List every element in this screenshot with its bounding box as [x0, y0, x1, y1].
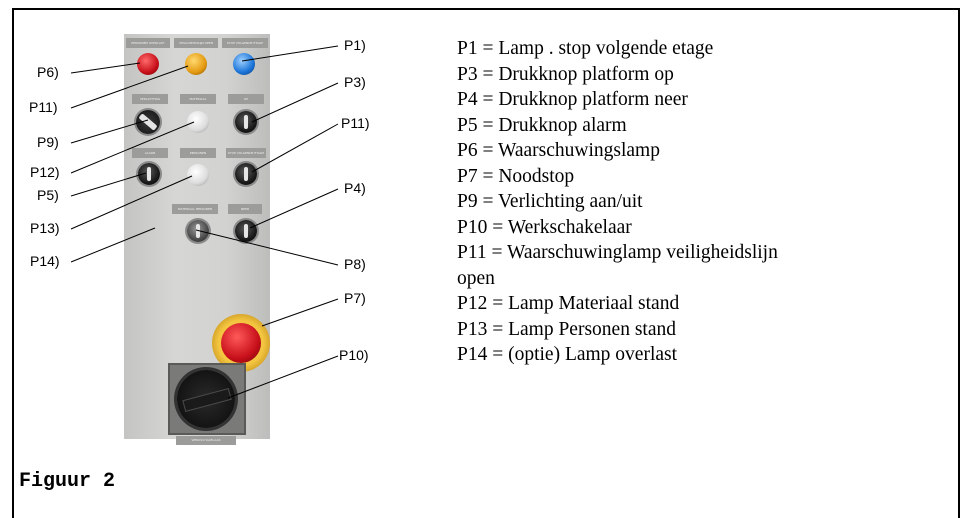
- plate-label: WERKSCHAKELAAR: [176, 436, 236, 445]
- leader-line-p11-right: [251, 123, 339, 173]
- persons-lamp-white: [187, 164, 209, 186]
- callout-p4: P4): [344, 180, 366, 196]
- callout-p13: P13): [30, 220, 60, 236]
- alarm-button[interactable]: [138, 163, 160, 185]
- legend-list: P1 = Lamp . stop volgende etage P3 = Dru…: [457, 36, 778, 368]
- plate-label: PERSONEN: [180, 148, 216, 158]
- legend-item: P6 = Waarschuwingslamp: [457, 140, 660, 161]
- plate-label: PERSONEN OVERLAST: [126, 38, 170, 48]
- leader-line-p3: [251, 82, 339, 123]
- plate-label: MATERIAAL: [180, 94, 216, 104]
- plate-label: VEILIGHEIDSLIJN OPEN: [174, 38, 218, 48]
- callout-p11-right: P11): [341, 115, 370, 131]
- callout-p11-left: P11): [29, 99, 58, 115]
- callout-p3: P3): [344, 74, 366, 90]
- work-switch-housing: [168, 363, 246, 435]
- callout-p7: P7): [344, 290, 366, 306]
- leader-line-p8: [195, 229, 339, 266]
- leader-line-p13: [70, 175, 193, 230]
- legend-item: open: [457, 267, 495, 289]
- emergency-stop[interactable]: [212, 314, 270, 372]
- figure-frame: [12, 8, 960, 518]
- plate-label: MATERIAAL PERSONEN: [172, 204, 218, 214]
- leader-line-p9: [70, 119, 149, 144]
- leader-line-p1: [241, 45, 339, 62]
- emergency-stop-mushroom[interactable]: [221, 323, 261, 363]
- warning-lamp-red: [137, 53, 159, 75]
- leader-line-p11-left: [70, 65, 189, 109]
- callout-p5: P5): [37, 187, 59, 203]
- stop-next-floor-button[interactable]: [235, 163, 257, 185]
- legend-item: P13 = Lamp Personen stand: [457, 318, 676, 340]
- legend-item: P12 = Lamp Materiaal stand: [457, 293, 680, 314]
- material-lamp-white: [187, 111, 209, 133]
- callout-p6: P6): [37, 64, 59, 80]
- legend-item: P5 = Drukknop alarm: [457, 114, 627, 136]
- stop-next-floor-lamp-blue: [233, 53, 255, 75]
- legend-item: P9 = Verlichting aan/uit: [457, 191, 643, 212]
- legend-item: P3 = Drukknop platform op: [457, 63, 674, 85]
- callout-p9: P9): [37, 134, 59, 150]
- leader-line-p7: [261, 298, 339, 327]
- leader-line-p4: [249, 188, 339, 229]
- plate-label: NEER: [228, 204, 262, 214]
- leader-line-p10: [227, 355, 339, 399]
- leader-line-p5: [70, 172, 147, 197]
- leader-line-p14: [70, 227, 156, 263]
- plate-label: OP: [228, 94, 264, 104]
- plate-label: VERLICHTING: [132, 94, 168, 104]
- legend-item: P4 = Drukknop platform neer: [457, 89, 688, 110]
- legend-item: P10 = Werkschakelaar: [457, 216, 632, 238]
- platform-up-button[interactable]: [235, 111, 257, 133]
- work-switch-knob[interactable]: [177, 370, 235, 428]
- legend-item: P11 = Waarschuwinglamp veiligheidslijn: [457, 242, 778, 263]
- figure-caption: Figuur 2: [19, 470, 116, 493]
- callout-p8: P8): [344, 256, 366, 272]
- safety-line-lamp-amber: [185, 53, 207, 75]
- legend-item: P1 = Lamp . stop volgende etage: [457, 38, 714, 59]
- plate-label: STOP VOLGENDE ETAGE: [222, 38, 268, 48]
- legend-item: P14 = (optie) Lamp overlast: [457, 344, 678, 365]
- leader-line-p6: [70, 62, 141, 74]
- legend-item: P7 = Noodstop: [457, 165, 575, 187]
- callout-p10: P10): [339, 347, 369, 363]
- callout-p14: P14): [30, 253, 60, 269]
- callout-p12: P12): [30, 164, 60, 180]
- leader-line-p12: [70, 121, 195, 174]
- platform-down-button[interactable]: [235, 220, 257, 242]
- callout-p1: P1): [344, 37, 366, 53]
- plate-label: ALARM: [132, 148, 168, 158]
- plate-label: STOP VOLGENDE ETAGE: [226, 148, 266, 158]
